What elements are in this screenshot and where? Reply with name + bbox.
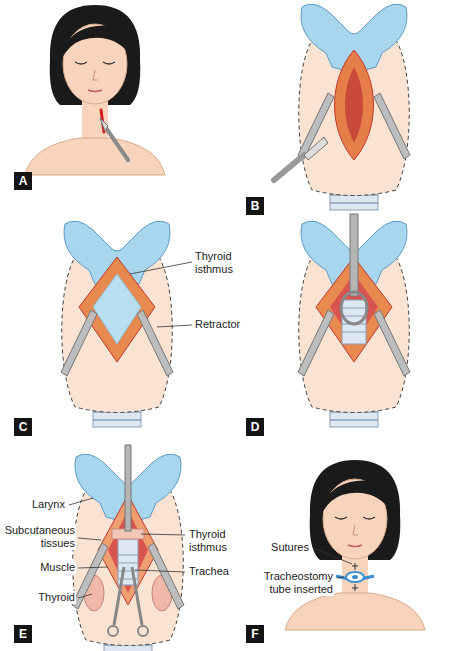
part-label: Thyroid isthmus (188, 528, 236, 554)
neck-incision-view (274, 4, 410, 210)
leader-lines (69, 498, 185, 598)
panel-letter: E (14, 625, 32, 643)
neck-trachea-view (72, 445, 184, 651)
part-label: Muscle (0, 561, 76, 574)
part-label: Thyroid (0, 591, 76, 604)
neck-hook-view (298, 214, 410, 427)
part-label: Sutures (258, 541, 310, 554)
panel-letter: F (246, 625, 264, 643)
part-label: Thyroid isthmus (194, 250, 240, 276)
patient-head (25, 5, 165, 175)
leader-line (313, 548, 352, 564)
panel-letter-text: F (251, 627, 258, 641)
panel-letter: D (246, 418, 264, 436)
panel-letter-text: A (19, 174, 28, 188)
neck-retracted-view (61, 221, 173, 427)
leader-line (337, 577, 344, 578)
panel-letter-text: E (19, 627, 27, 641)
panel-letter-text: D (251, 420, 260, 434)
part-label: Retractor (194, 318, 256, 331)
panel-letter: A (14, 172, 32, 190)
panel-letter: B (246, 197, 264, 215)
part-label: Larynx (2, 498, 66, 511)
part-label: Subcutaneous tissues (0, 524, 76, 550)
panel-letter-text: B (251, 199, 260, 213)
part-label: Trachea (188, 565, 238, 578)
panel-letter: C (14, 418, 32, 436)
panel-letter-text: C (19, 420, 28, 434)
leader-line (157, 325, 192, 327)
leader-line (130, 262, 192, 274)
part-label: Tracheostomy tube inserted (250, 570, 334, 596)
